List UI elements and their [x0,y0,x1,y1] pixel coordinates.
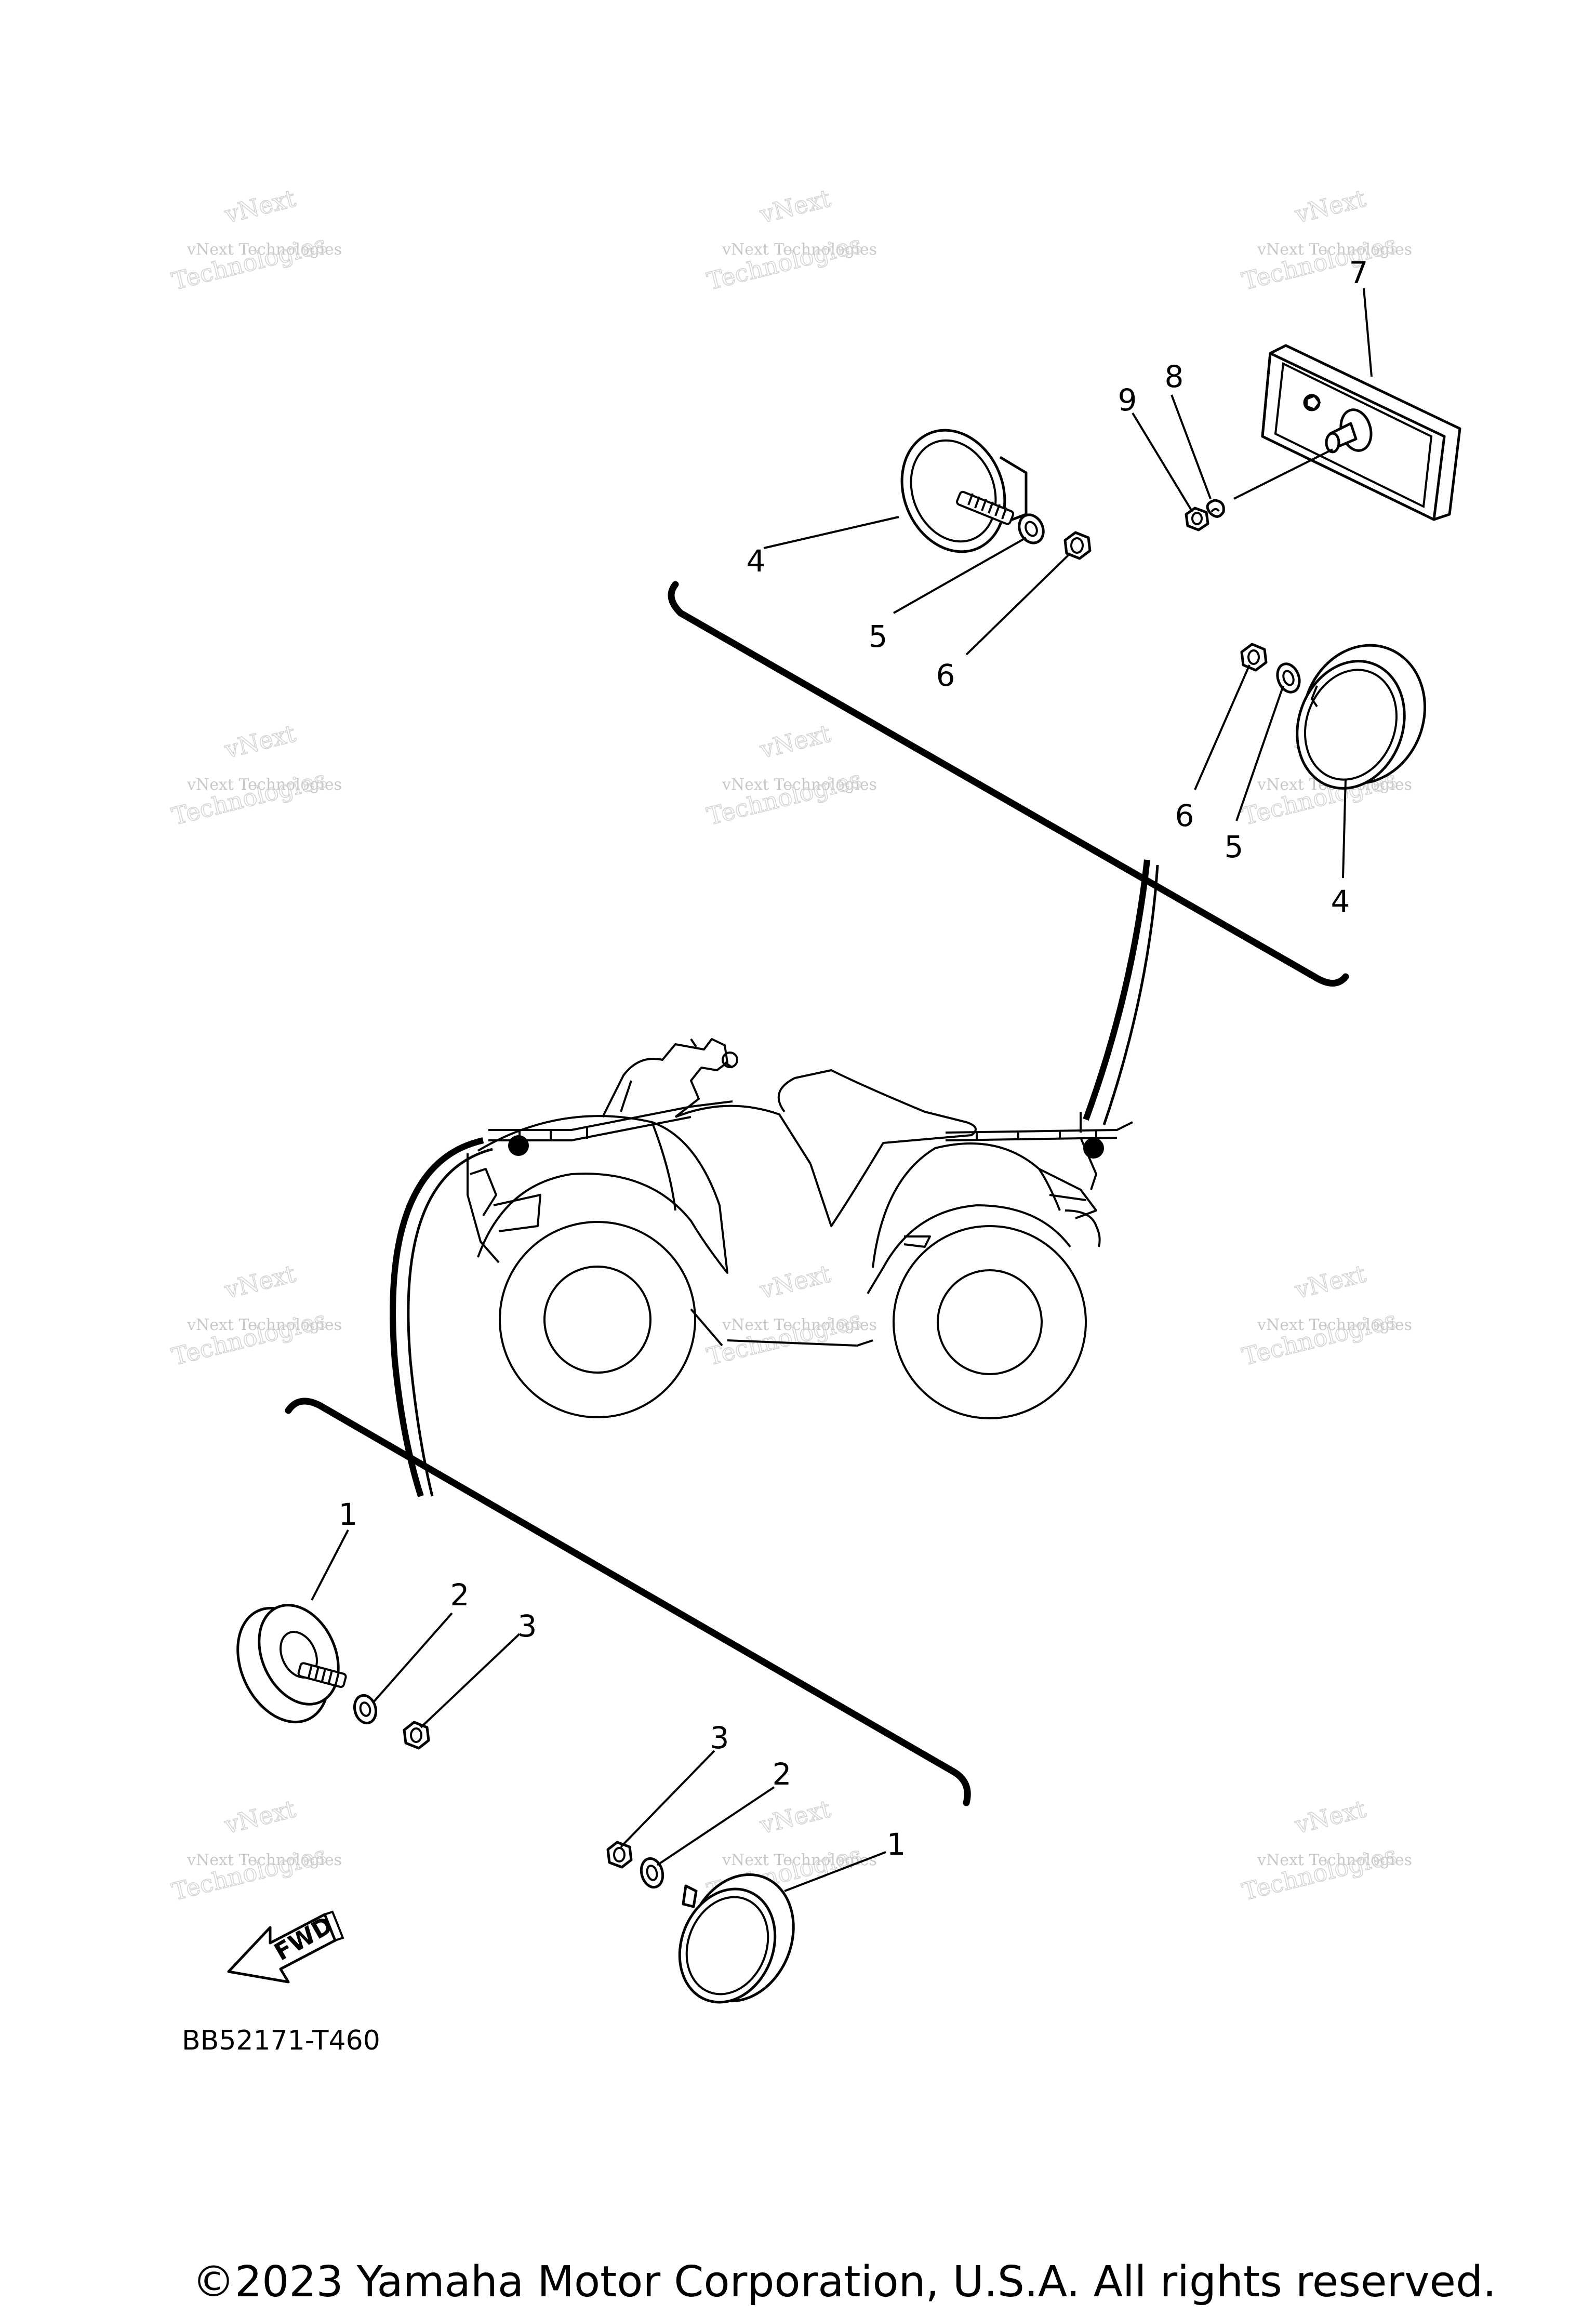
copyright-notice: ©2023 Yamaha Motor Corporation, U.S.A. A… [192,2257,1496,2307]
bolt-thread [297,1662,347,1688]
callout-rear-nut-right: 6 [1175,798,1194,833]
callout-front-reflector-right: 1 [887,1827,906,1862]
svg-text:vNext Technologies: vNext Technologies [187,241,342,259]
callout-rear-reflector-right: 4 [1331,884,1350,919]
callout-front-washer-left: 2 [450,1577,470,1613]
svg-text:vNext Technologies: vNext Technologies [187,1316,342,1334]
callout-plate-washer: 8 [1165,359,1184,394]
rear-reflector-right-part [1296,644,1427,790]
svg-text:vNext Technologies: vNext Technologies [722,241,877,259]
callout-rear-nut-left: 6 [936,658,955,693]
svg-text:vNext Technologies: vNext Technologies [187,776,342,794]
rear-washer-left-part [1018,513,1045,544]
front-nut-left-part [403,1721,430,1750]
front-reflector-right-part [678,1873,795,2004]
front-reflector-location-dot [508,1135,529,1156]
svg-text:vNext Technologies: vNext Technologies [1257,1851,1412,1869]
front-washer-left-part [353,1694,378,1725]
rear-reflector-left-part [900,429,1028,553]
front-group-bracket [285,1137,971,1806]
bolt-thread [956,490,1015,525]
callout-rear-bolt-left: 4 [747,543,766,579]
svg-text:vNext Technologies: vNext Technologies [1257,1316,1412,1334]
svg-text:vNext Technologies: vNext Technologies [722,1316,877,1334]
callout-front-nut-left: 3 [518,1608,537,1644]
callout-plate-reflector: 7 [1349,255,1368,290]
callout-rear-washer-right: 5 [1225,829,1244,864]
drawing-code: BB52171-T460 [182,2025,380,2056]
rear-nut-right-part [1240,643,1268,672]
callout-front-reflector-left: 1 [339,1497,358,1532]
svg-text:vNext Technologies: vNext Technologies [1257,241,1412,259]
leader-lines [311,288,1373,1892]
svg-text:vNext Technologies: vNext Technologies [722,776,877,794]
callout-plate-nut: 9 [1118,382,1137,418]
callout-front-nut-right: 3 [710,1720,729,1755]
front-washer-right-part [640,1857,664,1889]
callout-front-washer-right: 2 [773,1757,792,1792]
svg-text:vNext Technologies: vNext Technologies [187,1851,342,1869]
callout-rear-washer-left: 5 [869,619,888,654]
rear-reflector-location-dot [1083,1138,1104,1159]
plate-nut-part [1185,507,1209,531]
callout-numbers: 4 5 6 7 8 9 6 5 4 1 2 3 3 2 1 [339,255,1368,1862]
rear-group-bracket [668,581,1349,1125]
reflector-location-markers [508,1135,1104,1159]
rear-nut-left-part [1063,531,1092,560]
rear-washer-right-part [1276,662,1301,694]
plate-reflector-part [1261,344,1461,521]
front-nut-right-part [606,1841,633,1869]
plate-washer-part [1206,499,1225,518]
front-reflector-left-part [236,1604,347,1724]
